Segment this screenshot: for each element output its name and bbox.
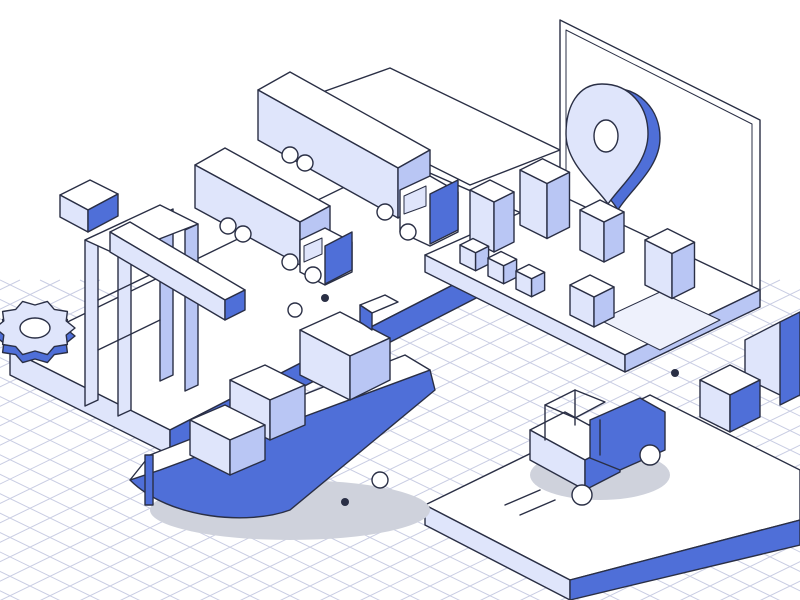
delivery-truck-back bbox=[257, 71, 459, 247]
forklift bbox=[504, 389, 670, 516]
cargo-ship bbox=[129, 294, 436, 540]
gear-icon bbox=[0, 300, 76, 364]
location-pin-icon bbox=[565, 83, 661, 211]
container-crane bbox=[59, 179, 246, 417]
delivery-truck-front bbox=[194, 147, 353, 286]
cargo-boxes-stack bbox=[459, 158, 696, 328]
warehouse-blocks bbox=[699, 311, 800, 433]
route-nodes bbox=[287, 294, 679, 506]
